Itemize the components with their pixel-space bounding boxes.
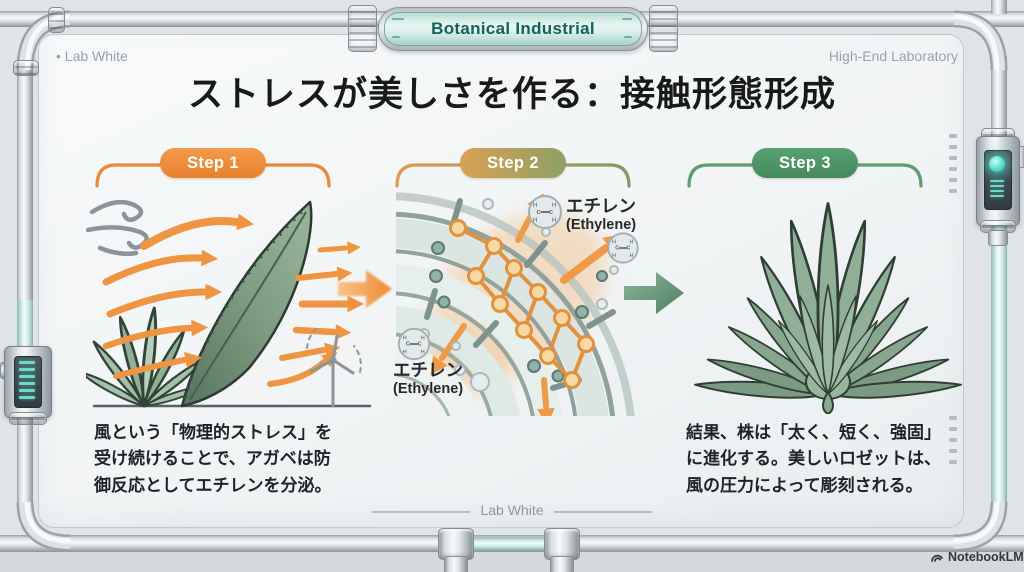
ethylene-molecule-icon — [528, 195, 562, 229]
bullet-dot: • — [56, 48, 61, 64]
pipe-collar — [48, 7, 65, 33]
ethylene-molecule-icon — [397, 327, 431, 361]
top-right-label: High-End Laboratory — [828, 48, 958, 64]
agave-front-leaf — [822, 391, 834, 414]
gauge-bar — [990, 195, 1004, 197]
gauge-bar — [19, 396, 35, 399]
ethylene-label-bottom: エチレン (Ethylene) — [393, 360, 513, 398]
gauge-bar — [19, 389, 35, 392]
ethylene-label-jp: エチレン — [566, 196, 636, 216]
bottom-coupling — [438, 528, 474, 560]
elbow-top-right — [954, 10, 1008, 70]
ethylene-molecule-icon — [607, 232, 639, 264]
transition-arrow-green-icon — [624, 272, 684, 314]
plate-tick — [624, 36, 632, 38]
footer-line-left — [372, 511, 470, 513]
elbow-bottom-left — [16, 502, 70, 552]
step3-caption: 結果、株は「太く、短く、強固」 に進化する。美しいロゼットは、 風の圧力によって… — [686, 420, 978, 499]
bottom-stub — [444, 556, 468, 572]
step2-badge: Step 2 — [460, 148, 566, 178]
footer-line-right — [554, 511, 652, 513]
wind-arrows — [102, 214, 364, 387]
step1-badge: Step 1 — [160, 148, 266, 178]
transition-arrow-orange-icon — [338, 270, 392, 308]
pipe-right-glass — [991, 216, 1007, 512]
pipe-collar — [13, 60, 39, 76]
ethylene-label-en: (Ethylene) — [566, 217, 637, 233]
notebooklm-logo-icon — [931, 554, 943, 562]
agave-rosette-illustration — [693, 202, 962, 414]
cell-wall-illustration: C C H H H H — [396, 189, 639, 416]
step1-caption: 風という「物理的ストレス」を 受け続けることで、アガベは防 御反応としてエチレン… — [94, 420, 386, 499]
ethylene-label-en: (Ethylene) — [393, 381, 464, 397]
top-left-label-text: Lab White — [64, 48, 128, 64]
gauge-bar — [990, 190, 1004, 192]
plate-coupling-left — [348, 5, 377, 52]
header-plate-glass: Botanical Industrial — [384, 12, 642, 46]
gauge-bar — [19, 368, 35, 371]
step3-badge: Step 3 — [752, 148, 858, 178]
footer-label: Lab White — [480, 502, 544, 518]
gauge-bar — [19, 375, 35, 378]
cell-nodes — [429, 241, 608, 383]
caption-line: 御反応としてエチレンを分泌。 — [94, 475, 332, 495]
wind-stress-illustration — [86, 199, 372, 411]
caption-line: 風の圧力によって彫刻される。 — [686, 475, 923, 495]
right-device-stub — [988, 230, 1008, 246]
left-gauge-screen — [14, 356, 42, 408]
bottom-stub — [550, 556, 574, 572]
brand-name: NotebookLM — [948, 550, 1024, 564]
elbow-bottom-right — [954, 502, 1008, 552]
wind-turbine-icon — [306, 328, 362, 408]
plate-tick — [392, 18, 404, 20]
gauge-bar — [990, 185, 1004, 187]
wind-gust-icon — [86, 199, 149, 257]
pipe-bottom-glass — [472, 537, 544, 550]
top-left-label: • Lab White — [56, 48, 128, 64]
gauge-bar — [19, 361, 35, 364]
agave-leaf-icon — [180, 200, 313, 408]
brand-lockup: NotebookLM — [930, 548, 1024, 566]
plate-coupling-right — [649, 5, 678, 52]
gauge-bar — [19, 382, 35, 385]
plate-tick — [622, 18, 632, 20]
plate-tick — [392, 36, 400, 38]
pipe-left — [17, 56, 33, 512]
caption-line: 受け続けることで、アガベは防 — [94, 449, 331, 469]
plate-title: Botanical Industrial — [431, 19, 595, 38]
pipe-left-glass — [17, 300, 33, 350]
signal-network — [449, 219, 595, 389]
pipe-right-top-stub — [991, 0, 1007, 14]
gauge-bar — [990, 180, 1004, 182]
caption-line: に進化する。美しいロゼットは、 — [686, 449, 941, 469]
left-device-collar-bottom — [9, 412, 47, 425]
gauge-indicator-light — [989, 156, 1005, 172]
ethylene-label-top: エチレン (Ethylene) — [566, 196, 686, 234]
caption-line: 風という「物理的ストレス」を — [94, 423, 332, 442]
bottom-strip — [0, 552, 1024, 572]
page-title: ストレスが美しさを作る：接触形態形成 — [187, 75, 836, 114]
caption-line: 結果、株は「太く、短く、強固」 — [686, 423, 941, 442]
bubbles — [418, 198, 619, 392]
ethylene-label-jp: エチレン — [393, 360, 463, 380]
